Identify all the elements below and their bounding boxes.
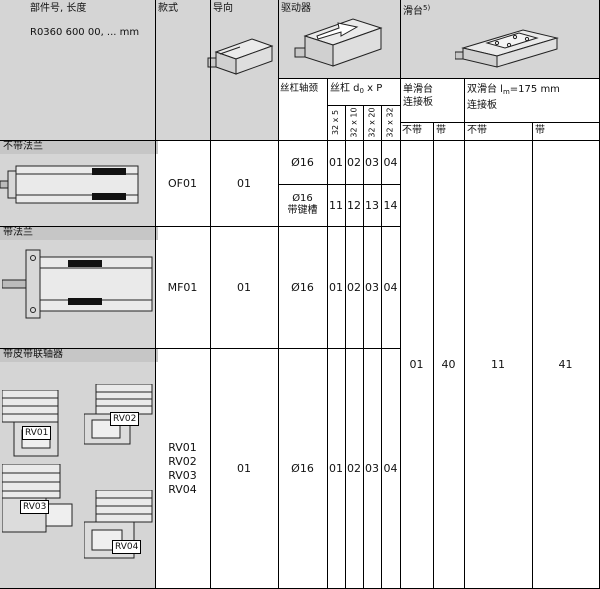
grid-line <box>155 0 156 589</box>
grid-line <box>0 226 400 227</box>
part-number-label: 部件号, 长度 <box>30 3 87 14</box>
journal-value: Ø16 <box>291 280 314 294</box>
row-label: 带法兰 <box>3 227 33 238</box>
direction-arrow-icon <box>316 22 359 40</box>
drive-code: 01 <box>329 155 343 169</box>
drive-code: 03 <box>365 155 379 169</box>
slide-table-drawing <box>455 29 559 68</box>
slide-code-double-with: 41 <box>558 358 573 371</box>
drive-code: 02 <box>347 155 361 169</box>
drive-code: 04 <box>383 462 398 475</box>
rv04-label: RV04 <box>112 540 142 554</box>
column-header-slide: 滑台5) <box>403 4 431 17</box>
grid-line <box>278 184 400 185</box>
row-band-flange: 带法兰 <box>0 226 158 240</box>
screw-size-32x32: 32 x 32 <box>386 107 395 138</box>
grid-line <box>210 0 211 589</box>
drive-code: 02 <box>347 280 361 294</box>
slide-code-single-with: 40 <box>441 358 456 371</box>
column-header-style: 款式 <box>158 3 178 14</box>
footnote-marker: 5) <box>423 4 431 12</box>
rv04-drawing <box>84 490 153 559</box>
drive-code: 01 <box>329 462 343 475</box>
guide-value: 01 <box>237 280 251 294</box>
column-header-drive: 驱动器 <box>281 3 311 14</box>
row-band-no-flange: 不带法兰 <box>0 140 158 154</box>
subheader-without-2: 不带 <box>467 125 487 136</box>
rv01-label: RV01 <box>22 426 52 440</box>
journal-value: Ø16 <box>291 462 314 475</box>
drive-code: 03 <box>365 280 379 294</box>
grid-line <box>464 78 465 589</box>
drive-code: 14 <box>383 198 398 212</box>
rv03-label: RV03 <box>20 500 50 514</box>
row-label: 带皮带联轴器 <box>3 349 63 360</box>
drive-code: 13 <box>365 198 379 212</box>
style-value: MF01 <box>167 280 198 294</box>
grid-line <box>0 140 600 141</box>
actuator-no-flange-drawing <box>0 165 139 204</box>
grid-line <box>400 0 401 589</box>
style-value-list: RV01 RV02 RV03 RV04 <box>168 440 197 496</box>
grid-line <box>278 0 279 589</box>
subheader-without-1: 不带 <box>402 125 422 136</box>
row-band-belt-coupling: 带皮带联轴器 <box>0 348 158 362</box>
drive-module-drawing <box>294 18 383 67</box>
rv01-drawing <box>2 390 59 457</box>
rv02-label: RV02 <box>110 412 140 426</box>
double-slide-header: 双滑台 lm=175 mm 连接板 <box>467 84 560 111</box>
row-label: 不带法兰 <box>3 141 43 152</box>
grid-line <box>532 122 533 589</box>
drive-code: 03 <box>365 462 379 475</box>
guide-value: 01 <box>237 462 251 475</box>
grid-line <box>400 122 600 123</box>
grid-line <box>433 122 434 589</box>
guide-value: 01 <box>237 176 251 190</box>
actuator-flange-drawing <box>2 249 153 319</box>
journal-value: Ø16 <box>291 155 314 169</box>
screw-size-32x5: 32 x 5 <box>331 109 341 136</box>
screw-size-32x20: 32 x 20 <box>367 107 377 138</box>
grid-line <box>0 348 400 349</box>
drive-code: 02 <box>347 462 361 475</box>
grid-line <box>363 105 364 589</box>
drive-code: 11 <box>329 198 343 212</box>
subheader-with-1: 带 <box>436 125 446 136</box>
journal-value-keyway: Ø16 带键槽 <box>287 193 318 216</box>
drive-code: 01 <box>329 280 343 294</box>
grid-line <box>327 105 400 106</box>
drive-code: 04 <box>383 155 398 169</box>
screw-journal-header: 丝杠轴颈 <box>280 83 319 94</box>
single-slide-header: 单滑台 连接板 <box>403 84 433 108</box>
slide-code-single-without: 01 <box>409 358 424 371</box>
guide-module-drawing <box>207 38 274 75</box>
screw-size-32x10: 32 x 10 <box>349 107 359 138</box>
drive-code: 04 <box>383 280 398 294</box>
part-number-value: R0360 600 00, ... mm <box>30 27 140 38</box>
grid-line <box>327 78 328 589</box>
subheader-with-2: 带 <box>535 125 545 136</box>
grid-line <box>278 78 600 79</box>
slide-code-double-without: 11 <box>491 358 505 371</box>
grid-line <box>345 105 346 589</box>
screw-spec-header: 丝杠 d0 x P <box>330 83 383 95</box>
column-header-guide: 导向 <box>213 3 233 14</box>
grid-line <box>381 105 382 589</box>
style-value: OF01 <box>168 176 197 190</box>
drive-code: 12 <box>347 198 361 212</box>
